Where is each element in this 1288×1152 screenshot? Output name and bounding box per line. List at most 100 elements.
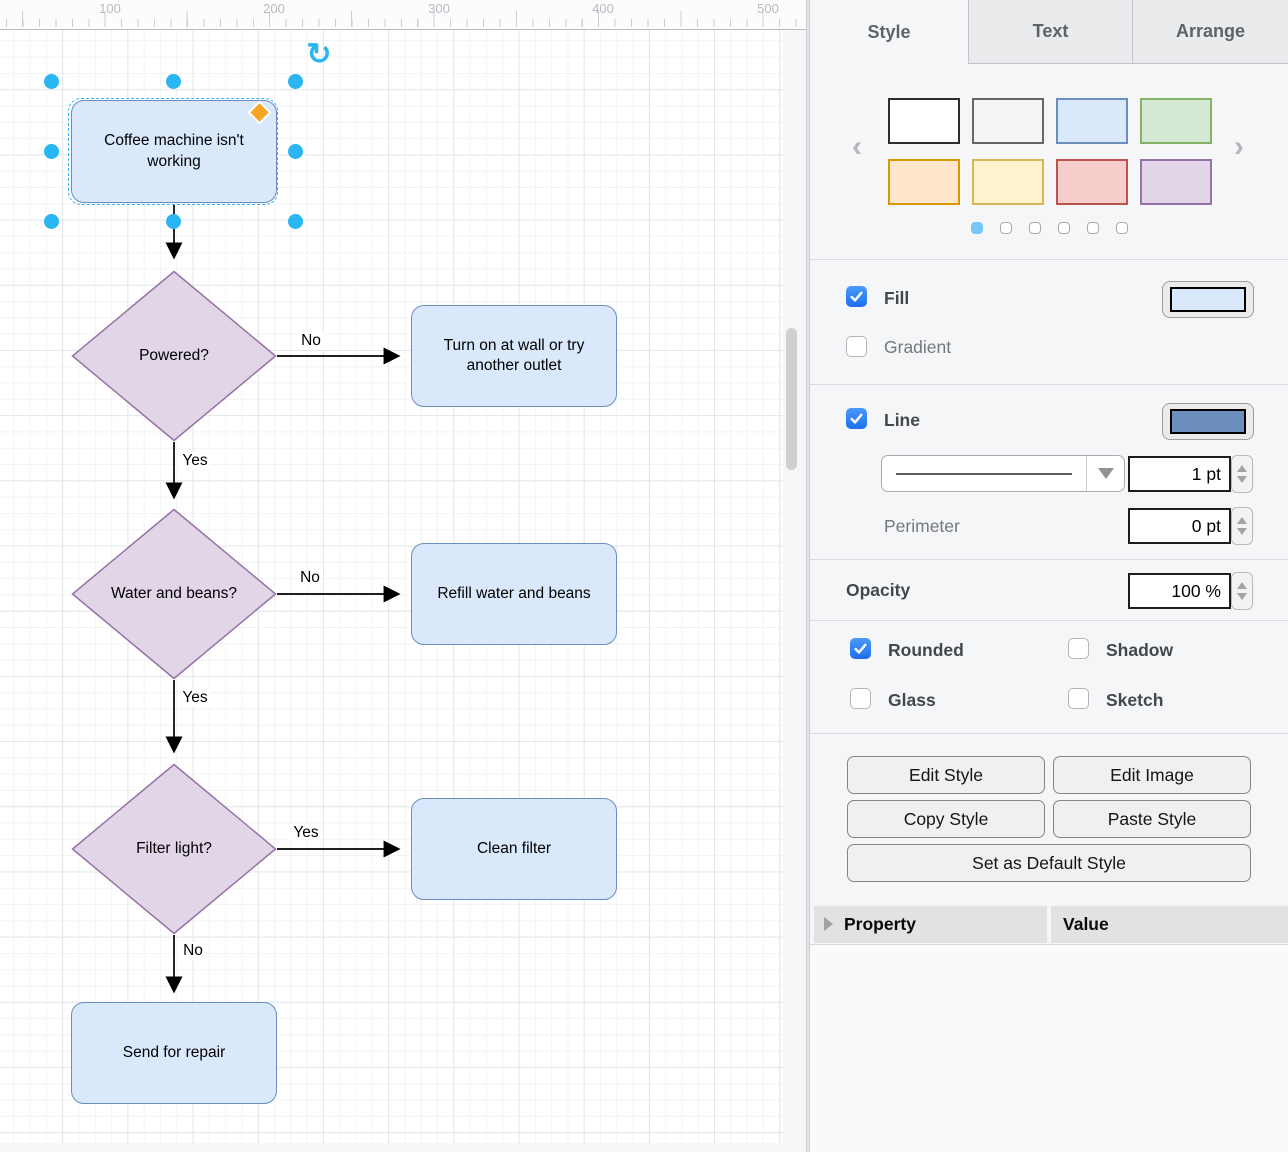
rounded-label: Rounded [888,640,964,660]
selection-handle-sw[interactable] [44,214,59,229]
stepper-up-icon [1237,517,1247,524]
edge-label-no[interactable]: No [298,332,324,350]
edit-style-button[interactable]: Edit Style [847,756,1045,794]
style-preset-white[interactable] [888,98,960,144]
glass-label: Glass [888,690,936,710]
property-table-body [810,944,1288,1152]
node-send-repair[interactable]: Send for repair [71,1002,277,1104]
perimeter-input[interactable]: 0 pt [1128,508,1231,544]
diamond-shape [71,763,277,935]
style-preset-gray[interactable] [972,98,1044,144]
node-clean-filter[interactable]: Clean filter [411,798,617,900]
node-start[interactable]: Coffee machine isn't working [71,100,277,203]
selection-handle-ne[interactable] [288,74,303,89]
rotate-handle-icon[interactable]: ↻ [306,38,332,71]
line-style-dropdown[interactable] [881,455,1125,492]
line-width-input[interactable]: 1 pt [1128,456,1231,492]
node-turn-on-label: Turn on at wall or try another outlet [443,336,585,374]
edge-label-no[interactable]: No [180,942,206,960]
node-filter-light[interactable]: Filter light? [71,763,277,935]
node-turn-on[interactable]: Turn on at wall or try another outlet [411,305,617,407]
style-preset-purple[interactable] [1140,159,1212,205]
edge-label-yes[interactable]: Yes [179,452,211,470]
node-powered[interactable]: Powered? [71,270,277,442]
node-send-repair-label: Send for repair [122,1043,226,1061]
node-water-beans-label: Water and beans? [110,585,238,602]
stepper-down-icon [1237,593,1247,600]
rounded-checkbox[interactable] [850,638,871,659]
fill-label: Fill [884,288,910,308]
shadow-label: Shadow [1106,640,1174,660]
carousel-dot[interactable] [1028,222,1041,234]
node-water-beans[interactable]: Water and beans? [71,508,277,680]
format-tabbar: Style Text Arrange [810,0,1288,64]
style-preset-blue[interactable] [1056,98,1128,144]
selection-handle-w[interactable] [44,144,59,159]
line-style-preview [882,456,1086,491]
ruler-label: 300 [428,1,450,16]
carousel-dot[interactable] [1115,222,1128,234]
style-preset-green[interactable] [1140,98,1212,144]
paste-style-button[interactable]: Paste Style [1053,800,1251,838]
line-color-button[interactable] [1162,403,1254,440]
carousel-dot[interactable] [999,222,1012,234]
stepper-up-icon [1237,582,1247,589]
perimeter-stepper[interactable] [1231,507,1253,545]
tab-arrange[interactable]: Arrange [1132,0,1288,64]
sketch-label: Sketch [1106,690,1164,710]
edge-label-yes[interactable]: Yes [290,824,322,842]
carousel-dot[interactable] [1086,222,1099,234]
glass-checkbox[interactable] [850,688,871,709]
node-start-label: Coffee machine isn't working [104,132,244,170]
opacity-input[interactable]: 100 % [1128,573,1231,609]
line-width-stepper[interactable] [1231,455,1253,493]
opacity-stepper[interactable] [1231,572,1253,610]
tab-text[interactable]: Text [968,0,1132,64]
canvas-vertical-scrollbar[interactable] [786,328,797,470]
carousel-dots [810,222,1288,234]
edit-image-button[interactable]: Edit Image [1053,756,1251,794]
opacity-label: Opacity [846,580,911,600]
diagram-canvas[interactable]: Coffee machine isn't working Powered? Tu… [0,0,806,1152]
value-header-cell: Value [1051,906,1288,943]
ruler-major-ticks [22,11,806,27]
expand-triangle-icon[interactable] [824,917,833,931]
horizontal-ruler: 100 200 300 400 500 [0,0,806,30]
carousel-prev-icon[interactable]: ‹ [852,130,862,163]
edge-label-yes[interactable]: Yes [179,689,211,707]
property-table-header: Property Value [810,906,1288,944]
node-clean-filter-label: Clean filter [476,839,552,857]
selection-handle-e[interactable] [288,144,303,159]
carousel-dot[interactable] [1057,222,1070,234]
line-checkbox[interactable] [846,408,867,429]
selection-handle-s[interactable] [166,214,181,229]
value-header-label: Value [1063,914,1109,934]
shadow-checkbox[interactable] [1068,638,1089,659]
property-header-cell: Property [814,906,1047,943]
node-filter-light-label: Filter light? [136,840,212,857]
tab-style[interactable]: Style [810,0,968,64]
style-preset-red[interactable] [1056,159,1128,205]
ruler-label: 100 [99,1,121,16]
panel-splitter[interactable] [806,0,810,1152]
sketch-checkbox[interactable] [1068,688,1089,709]
node-refill[interactable]: Refill water and beans [411,543,617,645]
gradient-checkbox[interactable] [846,336,867,357]
stepper-down-icon [1237,476,1247,483]
carousel-dot[interactable] [970,222,983,234]
selection-handle-n[interactable] [166,74,181,89]
style-preset-orange[interactable] [888,159,960,205]
ruler-label: 400 [592,1,614,16]
selection-handle-nw[interactable] [44,74,59,89]
chevron-down-icon [1097,468,1114,479]
style-preset-yellow[interactable] [972,159,1044,205]
fill-color-button[interactable] [1162,281,1254,318]
gradient-label: Gradient [884,337,952,357]
fill-checkbox[interactable] [846,286,867,307]
selection-handle-se[interactable] [288,214,303,229]
set-default-style-button[interactable]: Set as Default Style [847,844,1251,882]
edge-label-no[interactable]: No [297,569,323,587]
carousel-next-icon[interactable]: › [1234,130,1244,163]
copy-style-button[interactable]: Copy Style [847,800,1045,838]
